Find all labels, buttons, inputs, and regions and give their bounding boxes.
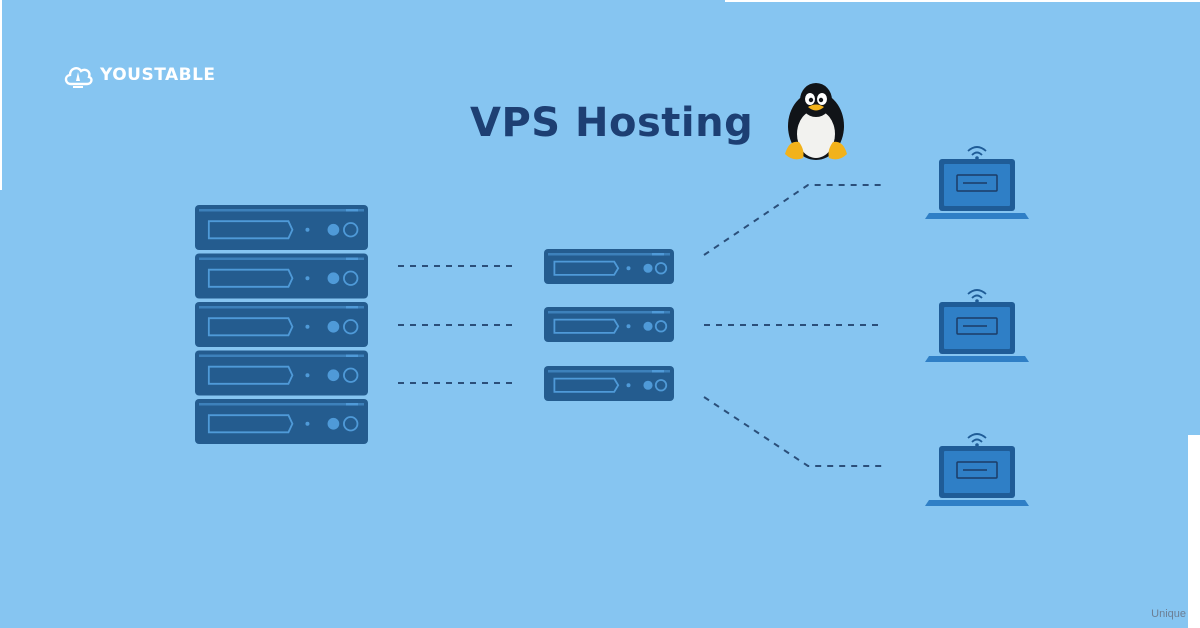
status-dot xyxy=(305,324,310,329)
server-indicator-bar xyxy=(652,253,664,256)
drive-bay xyxy=(207,317,294,337)
power-button xyxy=(343,367,359,383)
wifi-dot xyxy=(975,156,979,160)
power-button xyxy=(343,270,359,286)
physical-server-stack xyxy=(195,205,368,444)
status-dot xyxy=(305,227,310,232)
linux-tux-penguin-icon xyxy=(785,83,847,160)
wifi-arc xyxy=(967,433,987,439)
led-indicator xyxy=(327,417,340,430)
wifi-arc xyxy=(967,289,987,295)
page-title: VPS Hosting xyxy=(470,100,754,146)
wifi-icon xyxy=(967,433,987,447)
laptop-base xyxy=(925,356,1029,362)
status-dot xyxy=(626,266,631,271)
laptop-screen xyxy=(944,164,1010,206)
physical-server-unit xyxy=(195,350,368,396)
drive-bay xyxy=(553,377,620,393)
laptop-icon xyxy=(925,433,1029,506)
rocket-cloud-logo-icon xyxy=(64,67,93,88)
server-body xyxy=(195,253,368,299)
server-body xyxy=(195,350,368,396)
physical-server-unit xyxy=(195,253,368,299)
drive-bay xyxy=(553,260,620,276)
server-body xyxy=(195,302,368,347)
power-button xyxy=(654,320,668,333)
power-button xyxy=(654,379,668,392)
screen-window xyxy=(956,461,998,479)
wifi-dot xyxy=(975,443,979,447)
virtual-server xyxy=(544,307,674,342)
wifi-arc xyxy=(967,146,987,152)
brand-logo: YOUSTABLE xyxy=(62,60,216,90)
led-indicator xyxy=(643,321,653,331)
drive-bay xyxy=(207,220,294,240)
wifi-arc xyxy=(971,151,983,156)
drive-bay xyxy=(207,414,294,434)
power-button xyxy=(343,222,359,238)
server-indicator-bar xyxy=(346,306,358,309)
status-dot xyxy=(305,373,310,378)
laptop-screen xyxy=(944,307,1010,349)
laptop-base xyxy=(925,500,1029,506)
server-top-edge xyxy=(199,403,364,406)
drive-bay xyxy=(207,268,294,288)
server-top-edge xyxy=(548,311,670,314)
virtual-server xyxy=(544,249,674,284)
server-top-edge xyxy=(548,370,670,373)
brand-name: YOUSTABLE xyxy=(100,65,216,85)
server-indicator-bar xyxy=(346,403,358,406)
server-indicator-bar xyxy=(652,370,664,373)
led-indicator xyxy=(643,263,653,273)
laptop-screen xyxy=(944,451,1010,493)
connector-lines xyxy=(398,184,884,467)
server-top-edge xyxy=(199,306,364,309)
client-devices xyxy=(925,146,1029,506)
server-top-edge xyxy=(199,209,364,212)
led-indicator xyxy=(327,369,340,382)
server-indicator-bar xyxy=(346,354,358,357)
wifi-icon xyxy=(967,289,987,303)
screen-window xyxy=(956,174,998,192)
physical-server-unit xyxy=(195,302,368,347)
power-button xyxy=(654,262,668,275)
led-indicator xyxy=(327,223,340,236)
connector-line xyxy=(703,184,884,256)
wifi-icon xyxy=(967,146,987,160)
status-dot xyxy=(305,421,310,426)
laptop-icon xyxy=(925,289,1029,362)
wifi-arc xyxy=(971,438,983,443)
server-body xyxy=(195,399,368,444)
power-button xyxy=(343,416,359,432)
status-dot xyxy=(626,324,631,329)
led-indicator xyxy=(327,272,340,285)
laptop-base xyxy=(925,213,1029,219)
laptop-icon xyxy=(925,146,1029,219)
server-indicator-bar xyxy=(652,311,664,314)
physical-server-unit xyxy=(195,205,368,250)
power-button xyxy=(343,319,359,335)
server-top-edge xyxy=(548,253,670,256)
server-indicator-bar xyxy=(346,209,358,212)
status-dot xyxy=(305,276,310,281)
status-dot xyxy=(626,383,631,388)
server-top-edge xyxy=(199,354,364,357)
virtual-server xyxy=(544,366,674,401)
watermark-text: Unique xyxy=(1151,608,1186,620)
drive-bay xyxy=(553,318,620,334)
virtual-server-group xyxy=(544,249,674,401)
drive-bay xyxy=(207,365,294,385)
led-indicator xyxy=(327,320,340,333)
server-indicator-bar xyxy=(346,257,358,260)
wifi-arc xyxy=(971,294,983,299)
led-indicator xyxy=(643,380,653,390)
physical-server-unit xyxy=(195,399,368,444)
server-body xyxy=(195,205,368,250)
server-top-edge xyxy=(199,257,364,260)
connector-line xyxy=(703,396,884,467)
screen-window xyxy=(956,317,998,335)
wifi-dot xyxy=(975,299,979,303)
